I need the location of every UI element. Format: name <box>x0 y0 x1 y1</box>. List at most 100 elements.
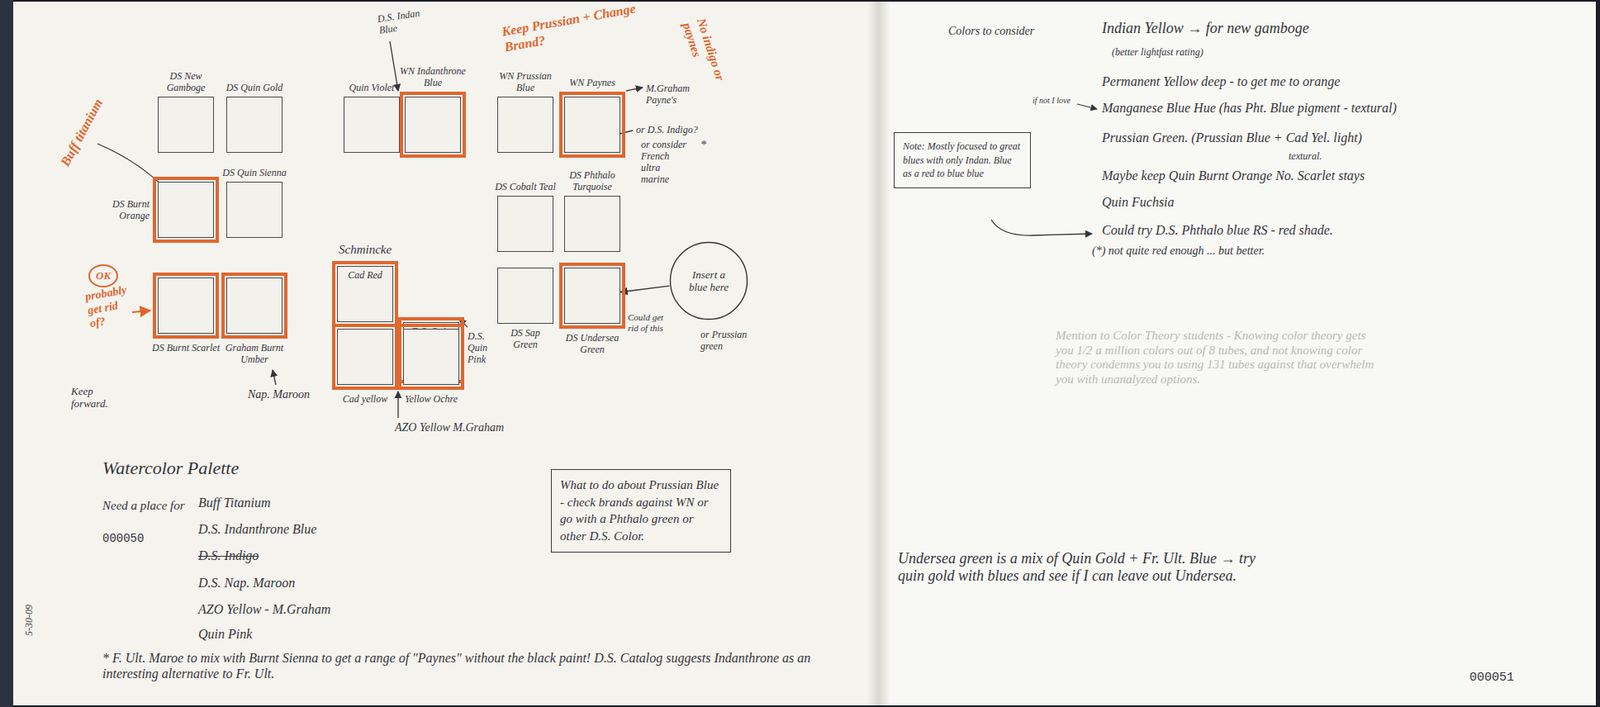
swatch-cell: WN Indanthrone Blue <box>398 65 467 153</box>
note-text: Need a place for <box>102 498 186 514</box>
page-heading: Watercolor Palette <box>102 457 239 480</box>
color-name: DS New Gamboge <box>151 70 220 94</box>
leader-arrow <box>459 318 468 328</box>
note-text: Quin Fuchsia <box>1101 194 1175 211</box>
note-text: or consider French ultra marine <box>640 138 691 186</box>
note-text: Undersea green is a mix of Quin Gold + F… <box>897 550 1278 585</box>
color-name: WN Paynes <box>558 76 627 89</box>
paint-swatch: Cad Red <box>337 265 394 323</box>
swatch-cell: DS Cobalt Teal <box>491 180 560 252</box>
note-text: or D.S. Indigo? <box>636 123 698 136</box>
swatch-cell: DS Sap Green <box>497 267 554 351</box>
swatch-cell: DS Phthalo Turquoise <box>558 169 627 252</box>
swatch-cell: DS Undersea Green <box>564 267 621 356</box>
color-name: WN Indanthrone Blue <box>398 65 467 89</box>
color-name: DS Undersea Green <box>564 332 621 356</box>
left-page <box>13 1 879 706</box>
leader-arrow <box>272 370 276 385</box>
note-text: Prussian Green. (Prussian Blue + Cad Yel… <box>1101 130 1363 147</box>
color-name: Yellow Ochre <box>403 393 460 405</box>
swatch-cell: WN Paynes <box>558 76 627 153</box>
note-text: Indian Yellow → for new gamboge <box>1101 19 1310 38</box>
note-text: 000051 <box>1469 670 1515 686</box>
paint-swatch <box>157 277 214 334</box>
color-name: Quin Violet <box>337 81 406 94</box>
swatch-cell: Cad yellow <box>337 328 394 405</box>
note-text: Quin Pink <box>198 626 252 643</box>
paint-swatch <box>564 96 621 153</box>
swatch-cell: DS Quin Sienna <box>214 166 295 238</box>
note-text: or Prussian green <box>700 328 751 352</box>
paint-swatch <box>404 96 461 153</box>
paint-swatch <box>497 96 554 153</box>
swatch-cell: Yellow Ochre <box>403 328 460 405</box>
note-text: Mention to Color Theory students - Knowi… <box>1055 328 1387 388</box>
color-name: DS Quin Sienna <box>214 166 295 179</box>
note-text: D.S. Indigo <box>198 548 259 565</box>
note-text: Nap. Maroon <box>247 388 310 403</box>
color-name: Cad Red <box>339 269 391 281</box>
note-text: Keep forward. <box>71 384 119 411</box>
leader-arrow <box>991 219 1092 236</box>
box-text: Note: Mostly focused to great blues with… <box>902 139 1022 181</box>
swatch-cell: Quin Violet <box>337 81 406 153</box>
note-text: Could try D.S. Phthalo blue RS - red sha… <box>1101 223 1334 239</box>
swatch-cell: Graham Burnt Umber <box>220 277 289 366</box>
note-text: Manganese Blue Hue (has Pht. Blue pigmen… <box>1101 100 1397 117</box>
paint-swatch <box>403 328 460 385</box>
note-text: if not I love <box>1032 95 1071 106</box>
note-text: D.S. Quin Pink <box>467 330 498 366</box>
color-name: Graham Burnt Umber <box>220 341 289 366</box>
paint-swatch <box>226 181 283 238</box>
color-name: DS Burnt Scarlet <box>151 341 220 354</box>
right-page <box>878 1 1596 706</box>
swatch-cell: DS Burnt Orange <box>98 181 214 238</box>
paint-swatch <box>497 267 554 324</box>
note-text: D.S. Indan Blue <box>376 6 429 37</box>
color-name: DS Quin Gold <box>220 81 289 94</box>
note-text: M.Graham Payne's <box>645 82 699 106</box>
note-text: Permanent Yellow deep - to get me to ora… <box>1101 74 1340 91</box>
paint-swatch <box>343 96 400 153</box>
leader-arrow <box>397 391 399 418</box>
color-name: Cad yellow <box>337 393 394 405</box>
note-text: probably get rid of? <box>84 282 138 332</box>
swatch-cell: DS Burnt Scarlet <box>151 277 220 354</box>
note-text: Maybe keep Quin Burnt Orange No. Scarlet… <box>1101 168 1365 185</box>
circle-text: Insert a blue here <box>683 268 734 295</box>
note-circle: Insert a blue here <box>669 241 749 321</box>
circled-mark <box>89 265 118 287</box>
paint-swatch <box>226 277 283 334</box>
paint-swatch <box>564 195 621 252</box>
note-text: No indigo or paynes <box>678 16 729 92</box>
paint-swatch <box>157 181 214 238</box>
note-text: 000050 <box>102 531 144 546</box>
book-cover-edge <box>0 0 14 707</box>
color-name: DS Burnt Orange <box>98 198 150 222</box>
note-text: * <box>700 138 707 153</box>
note-text: Keep Prussian + Change Brand? <box>500 0 645 56</box>
box-text: What to do about Prussian Blue - check b… <box>560 476 722 546</box>
note-text: AZO Yellow - M.Graham <box>198 602 331 618</box>
paint-swatch <box>226 96 283 153</box>
color-name: WN Prussian Blue <box>491 70 560 94</box>
note-text: (*) not quite red enough ... but better. <box>1091 244 1265 259</box>
note-text: Buff titanium <box>57 96 107 170</box>
paint-swatch <box>337 328 394 385</box>
note-text: * F. Ult. Maroe to mix with Burnt Sienna… <box>102 650 863 683</box>
note-text: D.S. Indanthrone Blue <box>198 522 317 538</box>
page-gutter <box>867 1 891 706</box>
note-text: Schmincke <box>338 242 392 258</box>
note-box: Note: Mostly focused to great blues with… <box>893 132 1031 189</box>
note-text: AZO Yellow M.Graham <box>394 421 504 436</box>
note-text: D.S. Nap. Maroon <box>198 575 295 592</box>
note-text: Colors to consider <box>948 24 1035 39</box>
paint-swatch <box>157 96 214 153</box>
color-name: DS Phthalo Turquoise <box>558 169 627 193</box>
note-text: Buff Titanium <box>198 495 271 512</box>
color-name: DS Sap Green <box>497 327 554 351</box>
note-text: OK <box>95 269 111 282</box>
color-name: DS Cobalt Teal <box>491 180 560 193</box>
